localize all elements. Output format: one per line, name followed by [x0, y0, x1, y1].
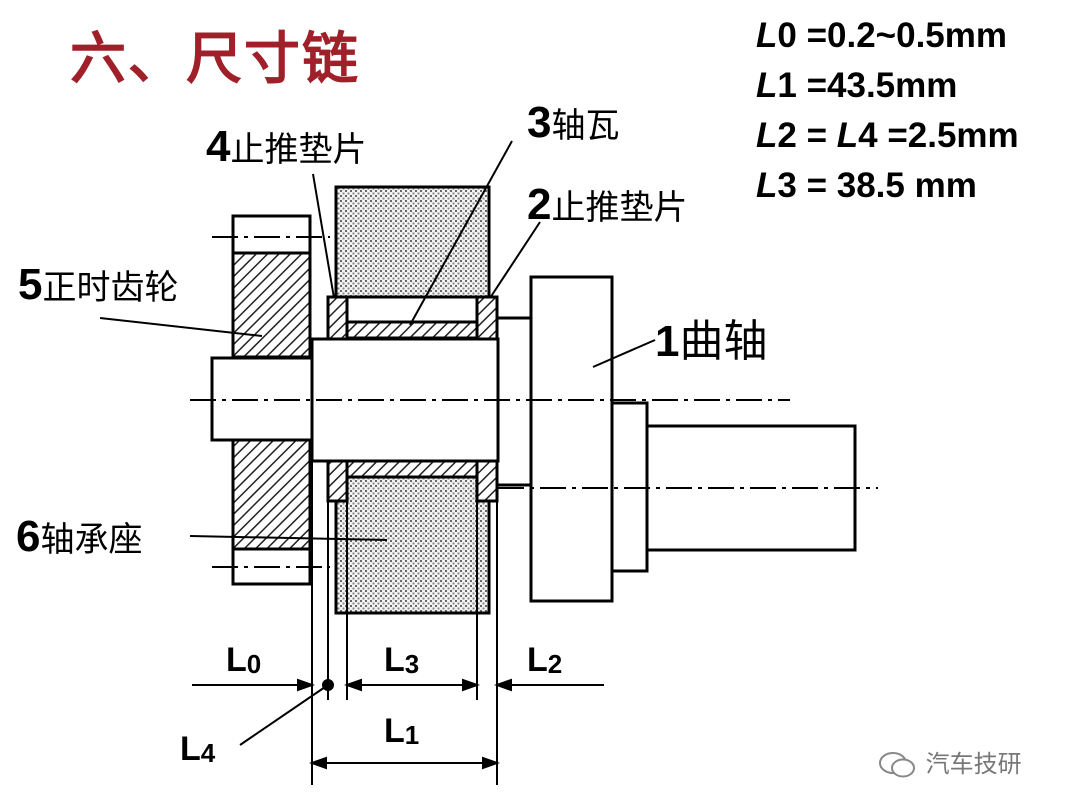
label-thrust-washer-4: 4止推垫片 — [206, 122, 367, 171]
crankshaft-web — [529, 275, 614, 603]
bearing-housing-upper — [334, 185, 491, 299]
equation-l1: L1 =43.5mm — [756, 66, 958, 105]
equation-l2-l4: L2 = L4 =2.5mm — [756, 116, 1019, 155]
chat-bubbles-icon — [879, 752, 915, 778]
thrust-washer-4-lower — [326, 459, 349, 503]
label-crankshaft-1: 1曲轴 — [655, 316, 768, 367]
label-bearing-shell-3: 3轴瓦 — [527, 98, 620, 147]
dim-label-l1: L1 — [384, 712, 420, 750]
thrust-washer-2-upper — [475, 295, 499, 341]
equation-l3: L3 = 38.5 mm — [756, 166, 977, 205]
bearing-housing-lower — [334, 474, 491, 615]
label-timing-gear-5: 5正时齿轮 — [18, 260, 179, 309]
thrust-washer-2-lower — [475, 459, 499, 503]
equation-l0: L0 =0.2~0.5mm — [756, 16, 1008, 55]
bearing-shell-lower — [334, 459, 491, 479]
dim-label-l3: L3 — [384, 641, 420, 679]
label-bearing-housing-6: 6轴承座 — [16, 512, 143, 561]
bearing-shell-upper — [334, 320, 491, 340]
dim-label-l0: L0 — [226, 641, 262, 679]
label-thrust-washer-2: 2止推垫片 — [527, 180, 688, 229]
slide-title: 六、尺寸链 — [70, 27, 360, 92]
dim-label-l2: L2 — [527, 641, 563, 679]
watermark-text: 汽车技研 — [925, 750, 1022, 778]
watermark: 汽车技研 — [878, 744, 1022, 780]
dim-label-l4: L4 — [180, 730, 216, 768]
thrust-washer-4-upper — [326, 295, 349, 341]
